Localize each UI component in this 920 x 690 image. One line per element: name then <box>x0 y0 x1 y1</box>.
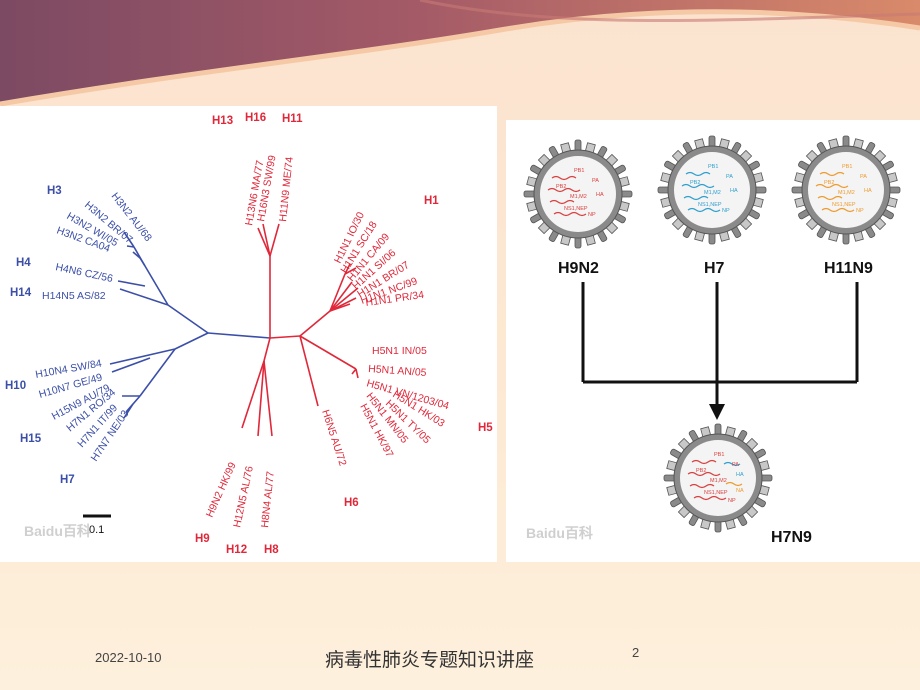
segment-label: M1,M2 <box>710 478 727 484</box>
cluster-label-h15: H15 <box>20 433 42 445</box>
watermark: Baidu百科 <box>526 525 593 541</box>
segment-label: NA <box>736 488 744 494</box>
virus-label-h9n2: H9N2 <box>558 260 599 277</box>
segment-label: NP <box>722 208 730 214</box>
reassortment-diagram: PB1 PB2 PA HA M1,M2 NS1,NEP NP PB1 PB2 P… <box>523 135 901 546</box>
phylogenetic-tree-panel: H3 H4 H14 H10 H15 H7 H3N2 AU/68 H3N2 BR/… <box>0 106 497 562</box>
footer-title: 病毒性肺炎专题知识讲座 <box>325 649 535 671</box>
virus-label-h7n9: H7N9 <box>771 529 812 546</box>
segment-label: PB2 <box>690 180 700 186</box>
strain-label: H5N1 AN/05 <box>368 363 427 379</box>
cluster-label-h4: H4 <box>16 257 31 269</box>
phylogenetic-tree: H3 H4 H14 H10 H15 H7 H3N2 AU/68 H3N2 BR/… <box>5 112 493 556</box>
cluster-label-h1: H1 <box>424 195 439 207</box>
header-decoration <box>0 0 920 107</box>
page-number: 2 <box>632 645 640 660</box>
watermark: Baidu百科 <box>24 523 91 539</box>
cluster-label-h14: H14 <box>10 287 32 299</box>
cluster-label-h10: H10 <box>5 380 26 392</box>
cluster-label-h12: H12 <box>226 544 247 556</box>
virus-h11n9: PB1 PB2 PA HA M1,M2 NS1,NEP NP <box>791 135 901 245</box>
segment-label: HA <box>736 472 744 478</box>
strain-label: H6N5 AU/72 <box>319 408 348 467</box>
segment-label: NS1,NEP <box>698 202 722 208</box>
segment-label: PB1 <box>714 452 724 458</box>
segment-label: HA <box>864 188 872 194</box>
strain-label: H4N6 CZ/56 <box>54 261 114 285</box>
strain-label: H14N5 AS/82 <box>42 290 106 302</box>
segment-label: PB1 <box>574 168 584 174</box>
cluster-label-h16: H16 <box>245 112 266 124</box>
strain-label: H8N4 AL/77 <box>259 471 277 529</box>
segment-label: PB2 <box>556 184 566 190</box>
group1-branches <box>241 223 359 437</box>
segment-label: M1,M2 <box>570 194 587 200</box>
strain-label: H9N2 HK/99 <box>204 460 239 519</box>
scale-bar-label: 0.1 <box>89 524 104 536</box>
reassortment-diagram-panel: PB1 PB2 PA HA M1,M2 NS1,NEP NP PB1 PB2 P… <box>506 120 920 562</box>
reassortment-connectors <box>581 282 859 406</box>
segment-label: NP <box>856 208 864 214</box>
strain-label: H11N9 ME/74 <box>277 156 296 222</box>
segment-label: NS1,NEP <box>832 202 856 208</box>
segment-label: NP <box>728 498 736 504</box>
segment-label: PB1 <box>842 164 852 170</box>
cluster-label-h8: H8 <box>264 544 279 556</box>
segment-label: NP <box>588 212 596 218</box>
cluster-label-h3: H3 <box>47 185 62 197</box>
segment-label: M1,M2 <box>704 190 721 196</box>
strain-label: H5N1 IN/05 <box>372 345 427 357</box>
segment-label: PA <box>726 174 733 180</box>
segment-label: M1,M2 <box>838 190 855 196</box>
segment-label: NS1,NEP <box>564 206 588 212</box>
virus-label-h7: H7 <box>704 260 725 277</box>
cluster-label-h9: H9 <box>195 533 210 545</box>
arrow-down-icon <box>709 404 725 420</box>
segment-label: PA <box>860 174 867 180</box>
virus-label-h11n9: H11N9 <box>824 260 873 277</box>
segment-label: HA <box>730 188 738 194</box>
cluster-label-h6: H6 <box>344 497 359 509</box>
segment-label: PB2 <box>824 180 834 186</box>
cluster-label-h11: H11 <box>282 113 303 125</box>
virus-h7: PB1 PB2 PA HA M1,M2 NS1,NEP NP <box>657 135 767 245</box>
strain-label: H12N5 AL/76 <box>231 465 256 529</box>
segment-label: NS1,NEP <box>704 490 728 496</box>
segment-label: PA <box>732 462 739 468</box>
segment-label: PA <box>592 178 599 184</box>
segment-label: PB1 <box>708 164 718 170</box>
footer-date: 2022-10-10 <box>95 650 162 665</box>
virus-h7n9: PB1 PB2 PA HA M1,M2 NA NS1,NEP NP <box>663 423 773 533</box>
segment-label: PB2 <box>696 468 706 474</box>
cluster-label-h5: H5 <box>478 422 493 434</box>
group2-branches <box>109 231 271 419</box>
virus-h9n2: PB1 PB2 PA HA M1,M2 NS1,NEP NP <box>523 139 633 249</box>
segment-label: HA <box>596 192 604 198</box>
cluster-label-h7: H7 <box>60 474 75 486</box>
cluster-label-h13: H13 <box>212 115 233 127</box>
